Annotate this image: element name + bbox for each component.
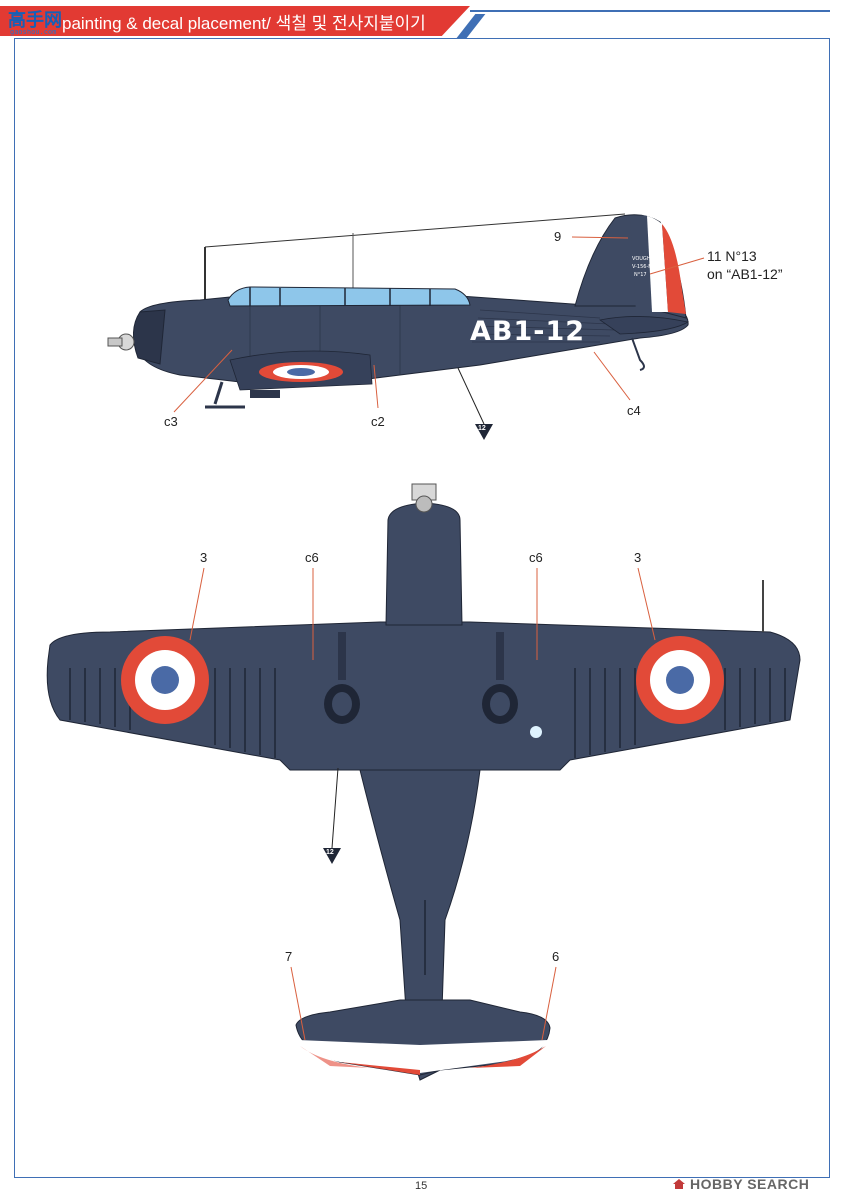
tail-tricolor-red xyxy=(662,224,686,314)
tail-text-2: V-156-F xyxy=(632,264,652,270)
brand-text: HOBBY SEARCH xyxy=(690,1176,810,1192)
callout-tail-marking-line2: on “AB1-12” xyxy=(707,266,783,282)
tail-tricolor-white xyxy=(647,216,668,312)
callout-right-roundel: 3 xyxy=(634,550,642,565)
callout-right-gun: c6 xyxy=(529,550,543,565)
tail-text-1: VOUGHT xyxy=(632,256,654,262)
callout-c2: c2 xyxy=(371,414,385,429)
site-logo: 高手网 gaoshou.com xyxy=(6,6,62,36)
callout-tail-stripe: 9 xyxy=(554,229,562,244)
callout-c4: c4 xyxy=(627,403,641,418)
color-ref-label-side: 12 xyxy=(478,425,486,432)
header-band xyxy=(0,6,470,36)
callout-left-roundel: 3 xyxy=(200,550,208,565)
logo-subtext: gaoshou.com xyxy=(10,28,57,36)
bottom-color-ref-marker xyxy=(323,848,341,864)
side-color-ref-marker xyxy=(475,424,493,440)
color-ref-label-bottom: 12 xyxy=(326,849,334,856)
side-canopy xyxy=(227,286,471,307)
tail-number: AB1-12 xyxy=(470,316,586,347)
side-roundel-blue xyxy=(287,368,315,376)
bottom-wing xyxy=(46,621,801,771)
logo-text: 高手网 xyxy=(8,10,62,31)
brand-watermark: HOBBY SEARCH xyxy=(672,1174,832,1194)
callout-left-gun: c6 xyxy=(305,550,319,565)
page-number: 15 xyxy=(415,1180,428,1192)
callout-c3: c3 xyxy=(164,414,178,429)
tail-tricolor-blue xyxy=(630,215,652,312)
bottom-rear-fuselage xyxy=(359,769,481,1081)
callout-tail-marking-line1: 11 N°13 xyxy=(707,248,757,264)
header-rule xyxy=(470,10,830,12)
bottom-nose xyxy=(385,502,463,626)
callout-right-stabilizer: 6 xyxy=(552,949,560,964)
page-frame xyxy=(14,38,830,1178)
side-view xyxy=(107,213,705,440)
bottom-view xyxy=(46,483,801,1081)
right-roundel-blue xyxy=(666,666,694,694)
tail-text-3: N°17 xyxy=(634,272,647,278)
page-title: painting & decal placement/ 색칠 및 전사지붙이기 xyxy=(62,14,426,33)
left-roundel-blue xyxy=(151,666,179,694)
callout-left-stabilizer: 7 xyxy=(285,949,293,964)
house-icon xyxy=(673,1179,685,1189)
side-fuselage xyxy=(137,295,689,383)
